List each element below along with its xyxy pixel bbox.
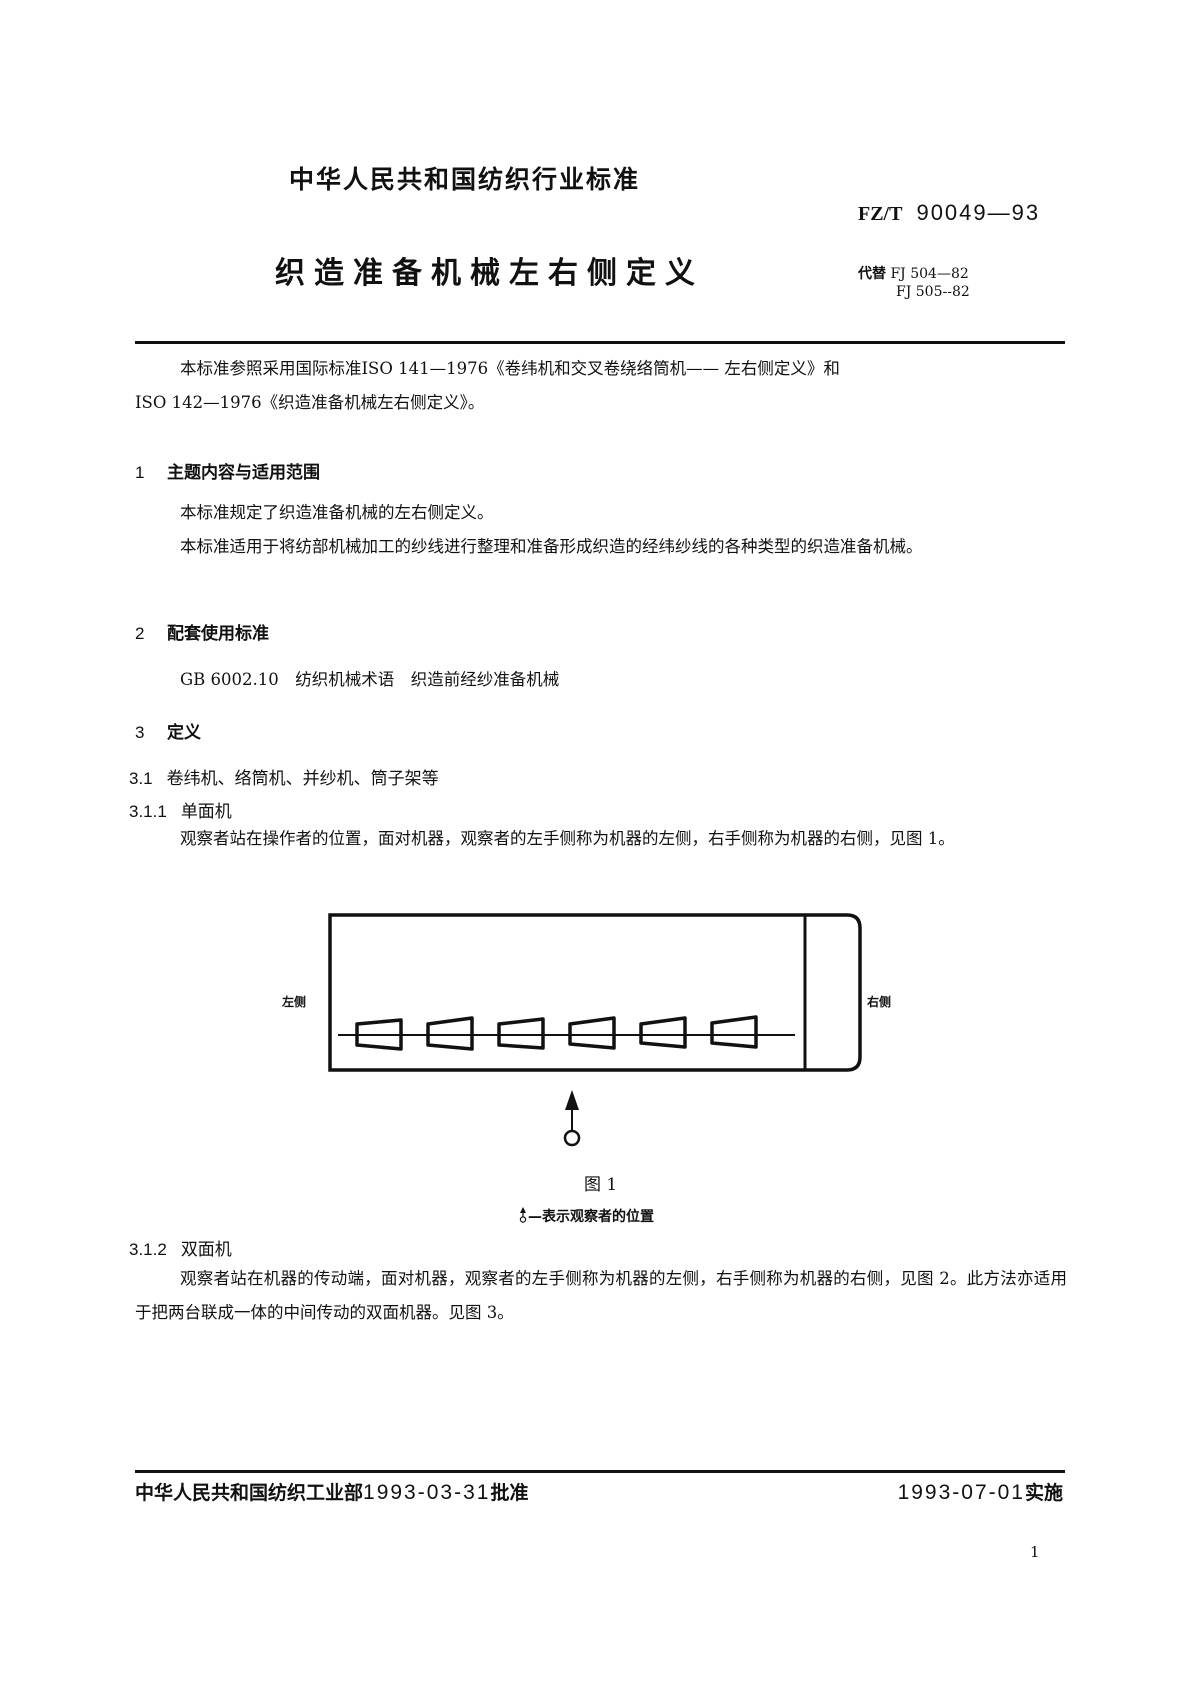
page-number: 1 xyxy=(1030,1543,1040,1561)
standard-category-title: 中华人民共和国纺织行业标准 xyxy=(289,165,641,194)
section-number: 3 xyxy=(135,723,145,742)
observer-symbol-icon xyxy=(519,1207,527,1223)
effective-date: 1993-07-01 xyxy=(897,1481,1025,1504)
subsection-number: 3.1 xyxy=(129,769,153,788)
intro-paragraph: 本标准参照采用国际标准ISO 141—1976《卷纬机和交叉卷绕络筒机—— 左右… xyxy=(135,352,1067,420)
section-title: 配套使用标准 xyxy=(167,624,269,644)
replaces-block: 代替 FJ 504—82 FJ 505--82 xyxy=(858,265,970,301)
effective-line: 1993-07-01实施 xyxy=(898,1478,1063,1505)
intro-line-2: ISO 142—1976《织造准备机械左右侧定义》。 xyxy=(135,393,485,412)
document-title: 织造准备机械左右侧定义 xyxy=(275,256,704,291)
section-1-paragraph-1: 本标准规定了织造准备机械的左右侧定义。 xyxy=(180,503,494,522)
section-heading-1: 1 主题内容与适用范围 xyxy=(135,458,320,483)
replaces-item: FJ 504—82 xyxy=(890,266,969,282)
approval-date: 1993-03-31 xyxy=(363,1481,491,1504)
subsection-number: 3.1.1 xyxy=(129,802,167,821)
subsection-3-1-2-text: 观察者站在机器的传动端，面对机器，观察者的左手侧称为机器的左侧，右手侧称为机器的… xyxy=(135,1269,1067,1322)
footer-rule xyxy=(135,1470,1065,1473)
approval-line: 中华人民共和国纺织工业部1993-03-31批准 xyxy=(135,1478,528,1505)
package-trapezoid-icon xyxy=(355,1015,758,1051)
standard-code-prefix: FZ/T xyxy=(858,203,903,225)
subsection-3-1-1-text: 观察者站在操作者的位置，面对机器，观察者的左手侧称为机器的左侧，右手侧称为机器的… xyxy=(180,829,955,848)
header-rule xyxy=(135,341,1065,344)
subsection-3-1: 3.1 卷纬机、络筒机、并纱机、筒子架等 xyxy=(129,764,439,789)
figure-1-caption: 图 1 xyxy=(584,1175,618,1195)
section-number: 1 xyxy=(135,463,145,482)
referenced-standard: GB 6002.10 纺织机械术语 织造前经纱准备机械 xyxy=(180,670,560,689)
section-number: 2 xyxy=(135,624,145,643)
subsection-number: 3.1.2 xyxy=(129,1240,167,1259)
left-side-label: 左侧 xyxy=(282,995,307,1009)
section-title: 主题内容与适用范围 xyxy=(167,463,320,483)
replaces-label: 代替 xyxy=(858,266,886,282)
standard-code-number: 90049—93 xyxy=(916,200,1041,225)
figure-1-note: —表示观察者的位置 xyxy=(518,1206,654,1226)
approval-label: 批准 xyxy=(490,1482,529,1504)
figure-1-note-text: —表示观察者的位置 xyxy=(528,1209,654,1225)
section-1-paragraph-2: 本标准适用于将纺部机械加工的纱线进行整理和准备形成织造的经纬纱线的各种类型的织造… xyxy=(180,537,923,556)
replaces-item: FJ 505--82 xyxy=(896,284,970,300)
subsection-title: 单面机 xyxy=(180,802,232,822)
observer-arrow-icon xyxy=(560,1088,584,1148)
section-1-body: 本标准规定了织造准备机械的左右侧定义。 本标准适用于将纺部机械加工的纱线进行整理… xyxy=(135,496,1067,564)
effective-label: 实施 xyxy=(1024,1482,1063,1504)
section-title: 定义 xyxy=(167,723,201,743)
subsection-title: 卷纬机、络筒机、并纱机、筒子架等 xyxy=(166,769,439,789)
issuer: 中华人民共和国纺织工业部 xyxy=(135,1482,364,1504)
figure-1-diagram xyxy=(280,900,920,1080)
right-side-label: 右侧 xyxy=(867,995,892,1009)
subsection-3-1-1: 3.1.1 单面机 xyxy=(129,797,232,822)
section-heading-3: 3 定义 xyxy=(135,718,201,743)
section-heading-2: 2 配套使用标准 xyxy=(135,619,269,644)
subsection-title: 双面机 xyxy=(180,1240,232,1260)
intro-line-1: 本标准参照采用国际标准ISO 141—1976《卷纬机和交叉卷绕络筒机—— 左右… xyxy=(180,359,840,378)
machine-diagram xyxy=(328,913,862,1072)
standard-code: FZ/T 90049—93 xyxy=(858,200,1040,226)
subsection-3-1-2: 3.1.2 双面机 xyxy=(129,1235,232,1260)
